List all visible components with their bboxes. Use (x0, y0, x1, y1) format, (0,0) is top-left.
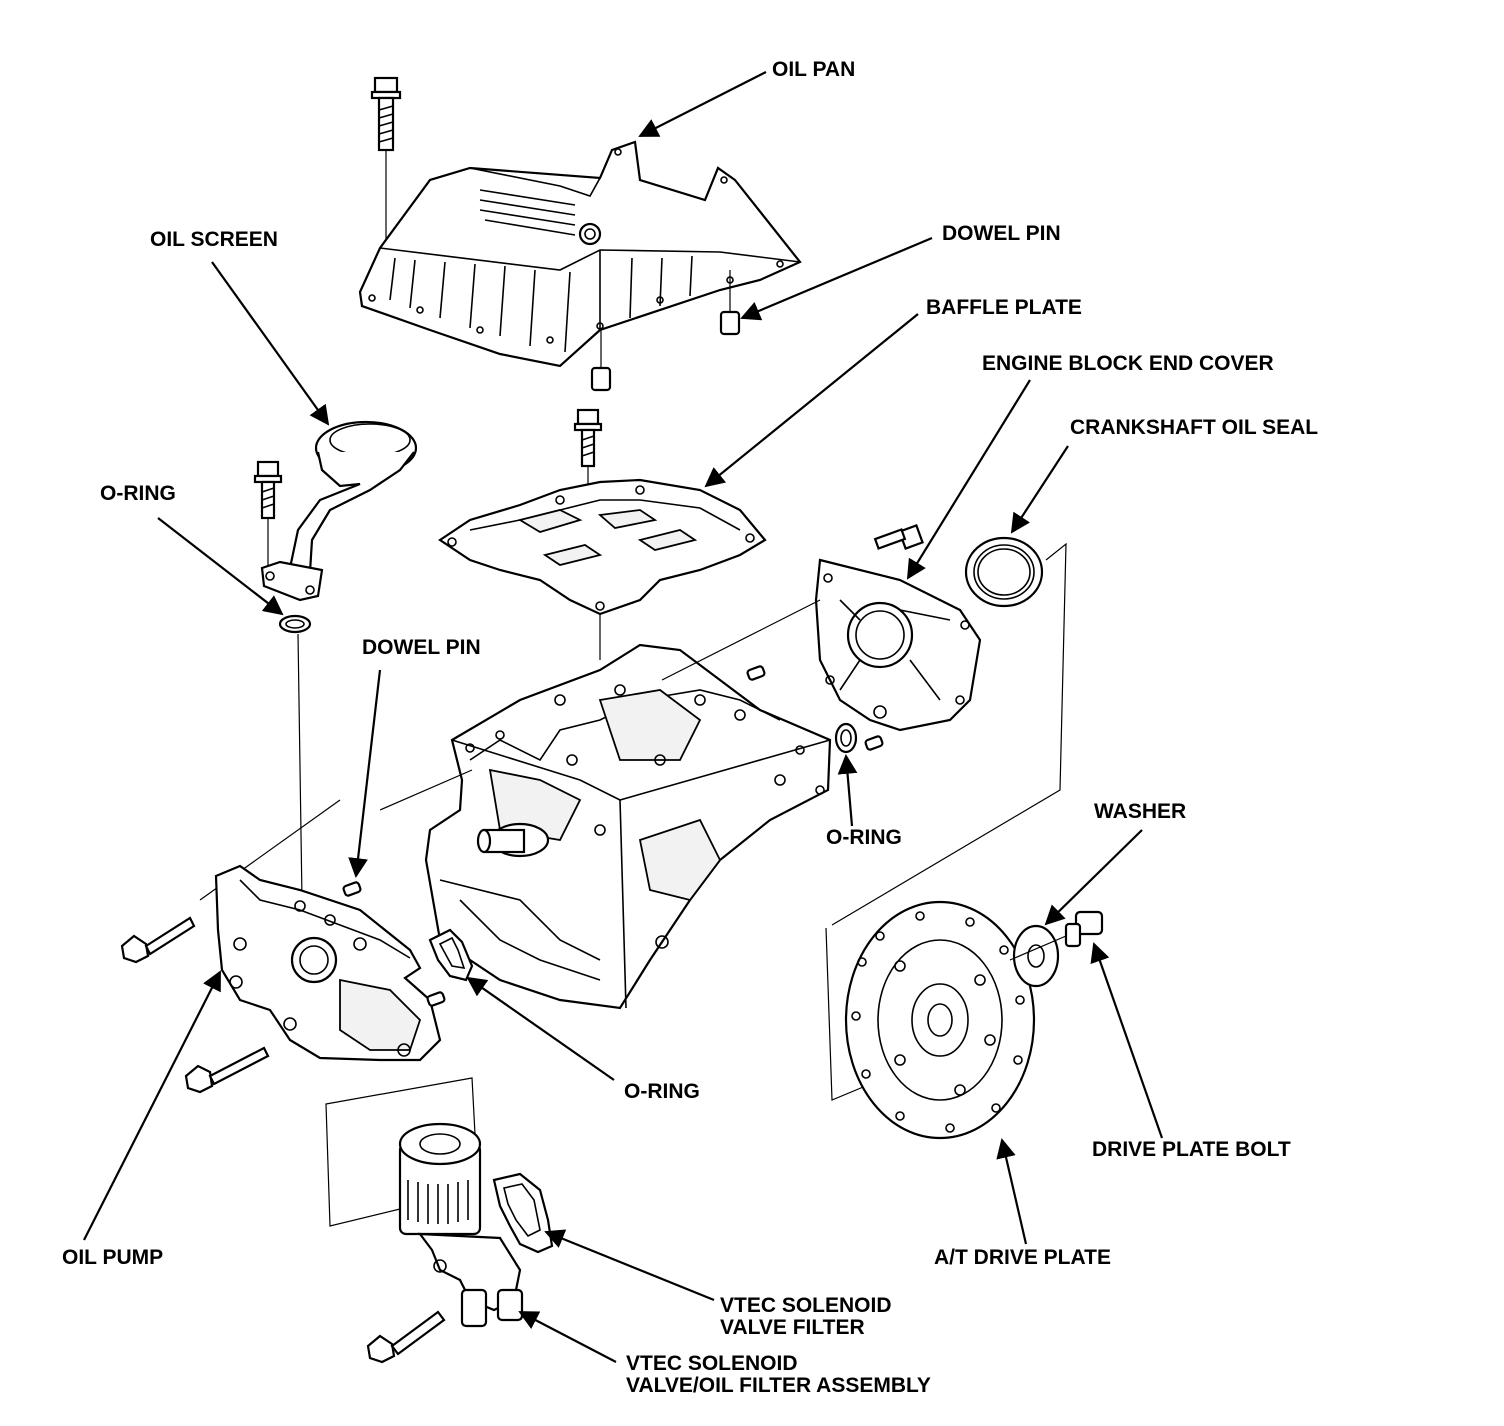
baffle-plate-drawing (438, 408, 767, 660)
end-cover-drawing (661, 524, 982, 754)
filter-assembly-drawing (325, 1077, 554, 1364)
engine-block-drawing (424, 643, 832, 1010)
end-cover-bolt (873, 524, 924, 550)
oil-screen-drawing (253, 420, 418, 901)
label-drive-plate-bolt: DRIVE PLATE BOLT (1092, 1138, 1291, 1161)
drive-plate-drawing (825, 900, 1104, 1140)
baffle-plate-bolt (573, 408, 603, 468)
label-dowel-pin-mid: DOWEL PIN (362, 636, 481, 659)
leader-arrows (83, 71, 1164, 1363)
oil-pan-bolt (370, 76, 402, 152)
oil-pump-drawing (120, 864, 474, 1094)
label-engine-block-end-cover: ENGINE BLOCK END COVER (982, 352, 1274, 375)
washer-arrow (1044, 829, 1143, 926)
label-oil-screen: OIL SCREEN (150, 228, 278, 251)
oil-pump-bolt-1 (120, 916, 196, 964)
o-ring-bottom-arrow (466, 976, 615, 1081)
drive-plate-bolt-part (1064, 910, 1104, 948)
baffle-plate-arrow (704, 313, 919, 488)
label-baffle-plate: BAFFLE PLATE (926, 296, 1082, 319)
filter-assembly-bolt (366, 1310, 446, 1364)
label-o-ring-bottom: O-RING (624, 1080, 700, 1103)
vtec-filter-arrow (544, 1229, 715, 1302)
label-vtec-assembly-line1: VTEC SOLENOID (626, 1352, 798, 1375)
label-oil-pan: OIL PAN (772, 58, 855, 81)
oil-seal-arrow (1010, 445, 1069, 534)
vtec-assembly-arrow (518, 1311, 617, 1363)
oil-pump-bolt-2 (184, 1046, 270, 1094)
labels: OIL PAN DOWEL PIN BAFFLE PLATE ENGINE BL… (62, 58, 1318, 1397)
o-ring-left-arrow (157, 517, 284, 616)
label-vtec-assembly-line2: VALVE/OIL FILTER ASSEMBLY (626, 1374, 931, 1397)
oil-screen-arrow (211, 261, 330, 426)
label-o-ring-left: O-RING (100, 482, 176, 505)
oil-screen-bolt (253, 460, 283, 520)
o-ring-right-arrow (837, 754, 858, 827)
dowel-pin-mid-arrow (348, 669, 382, 878)
oil-pan-arrow (638, 71, 767, 137)
label-o-ring-right: O-RING (826, 826, 902, 849)
label-oil-pump: OIL PUMP (62, 1246, 163, 1269)
end-cover-arrow (906, 379, 1031, 580)
drive-plate-bolt-arrow (1090, 942, 1164, 1139)
label-vtec-filter-line2: VALVE FILTER (720, 1316, 865, 1339)
label-washer: WASHER (1094, 800, 1186, 823)
label-dowel-pin-top: DOWEL PIN (942, 222, 1061, 245)
label-at-drive-plate: A/T DRIVE PLATE (934, 1246, 1111, 1269)
dowel-pin-top-arrow (740, 236, 933, 321)
label-crankshaft-oil-seal: CRANKSHAFT OIL SEAL (1070, 416, 1318, 439)
oil-pan-drawing (358, 76, 802, 392)
label-vtec-filter-line1: VTEC SOLENOID (720, 1294, 892, 1317)
drive-plate-arrow (996, 1138, 1028, 1245)
oil-pump-arrow (83, 970, 221, 1241)
